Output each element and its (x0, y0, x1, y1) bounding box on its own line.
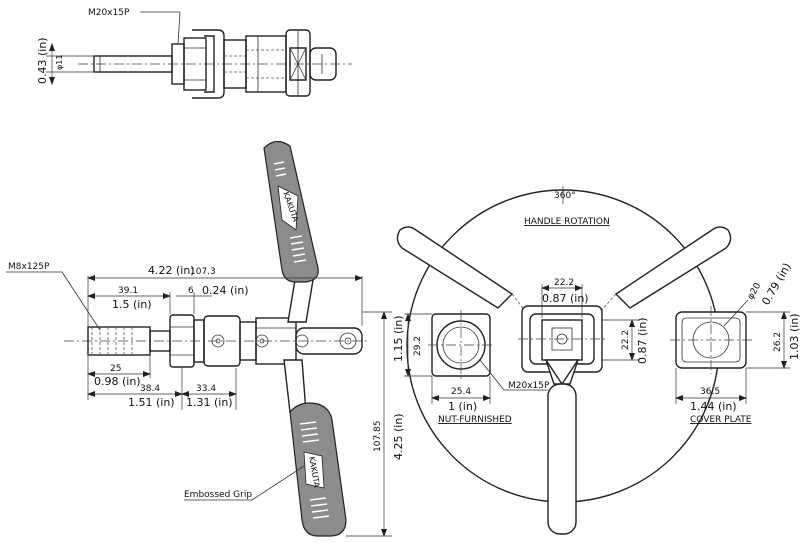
top-thread-label: M20x15P (88, 8, 130, 18)
rotation-deg: 360° (554, 191, 576, 201)
d-25: 25 (110, 364, 121, 374)
d-33-4: 33.4 (196, 384, 216, 394)
d-39-1-in: 1.5 (in) (112, 298, 152, 311)
d-25-in: 0.98 (in) (94, 375, 141, 388)
d-22-2-side-in: 0.87 (in) (636, 317, 649, 364)
side-view: KAKUTA KAKUTA Embossed Grip M8x125P 4.22… (6, 140, 405, 537)
d-22-2-side: 22.2 (621, 330, 631, 350)
overall-in: 4.22 (in) (148, 264, 195, 277)
d-22-2-top: 22.2 (554, 278, 574, 288)
nut-h-in: 1.15 (in) (392, 315, 405, 362)
top-dia-small: φ11 (55, 55, 64, 70)
d-38-4: 38.4 (140, 384, 160, 394)
nut-w-mm: 25.4 (451, 387, 471, 397)
cover-w-in: 1.44 (in) (690, 400, 737, 413)
d-38-4-in: 1.51 (in) (128, 396, 175, 409)
nut-thread: M20x15P (508, 381, 550, 391)
d-22-2-top-in: 0.87 (in) (542, 292, 589, 305)
front-view: 360° HANDLE ROTATION 29.2 1.15 (in) 25.4… (392, 186, 800, 535)
overall-mm: 107.3 (190, 267, 216, 277)
nut-h-mm: 29.2 (413, 336, 423, 356)
d-6-in: 0.24 (in) (202, 284, 249, 297)
cover-h-mm: 26.2 (773, 332, 783, 352)
grip-label: Embossed Grip (184, 490, 252, 500)
d-6: 6 (188, 286, 194, 296)
cover-dia-in: 0.79 (in) (759, 261, 794, 308)
top-view: M20x15P φ11 0.43 (in) (36, 8, 352, 99)
cover-h-in: 1.03 (in) (788, 313, 800, 360)
d-33-4-in: 1.31 (in) (186, 396, 233, 409)
nut-label: NUT-FURNISHED (438, 415, 512, 425)
top-dia-small-in: 0.43 (in) (36, 37, 49, 84)
nut-w-in: 1 (in) (448, 400, 477, 413)
cover-label: COVER PLATE (690, 415, 752, 425)
d-39-1: 39.1 (118, 286, 138, 296)
rotation-label: HANDLE ROTATION (524, 217, 610, 227)
height-in: 4.25 (in) (392, 413, 405, 460)
height-mm: 107.85 (373, 421, 383, 453)
cover-w-mm: 36.5 (700, 387, 720, 397)
side-thread-label: M8x125P (8, 262, 50, 272)
